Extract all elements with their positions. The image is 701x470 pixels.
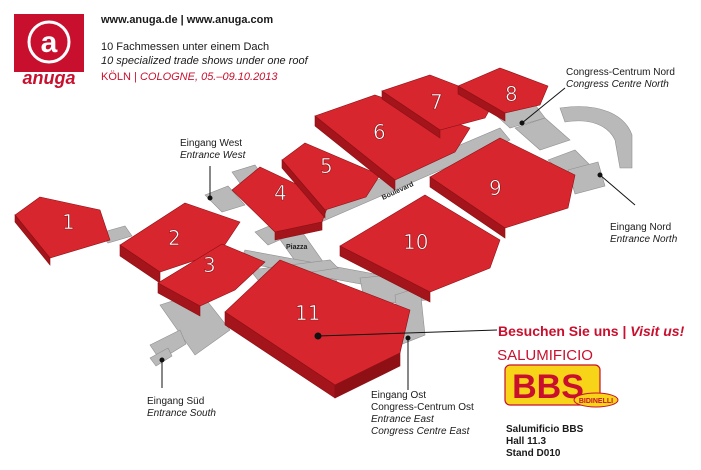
exhibitor-details: Salumificio BBS Hall 11.3 Stand D010 bbox=[506, 424, 583, 460]
bbs-logo-top: SALUMIFICIO bbox=[497, 347, 593, 364]
congress-north-label: Congress-Centrum Nord Congress Centre No… bbox=[566, 67, 675, 91]
congress-north-de: Congress-Centrum Nord bbox=[566, 67, 675, 78]
hall-10[interactable]: 10 bbox=[339, 194, 501, 303]
hall-4[interactable]: 4 bbox=[231, 166, 331, 241]
hall-9-number: 9 bbox=[489, 176, 502, 200]
logo-wordmark: anuga bbox=[22, 68, 75, 88]
hall-2-number: 2 bbox=[168, 226, 181, 250]
city-en: COLOGNE, 05.–09.10.2013 bbox=[139, 71, 278, 83]
hall-7[interactable]: 7 bbox=[381, 74, 496, 139]
entrance-west-label: Eingang West Entrance West bbox=[180, 138, 245, 162]
hall-7-number: 7 bbox=[430, 90, 443, 114]
visit-us-callout: Besuchen Sie uns | Visit us! bbox=[498, 323, 685, 339]
entrance-west-en: Entrance West bbox=[180, 150, 246, 161]
congress-north-en: Congress Centre North bbox=[566, 79, 669, 90]
visit-us-de: Besuchen Sie uns bbox=[498, 323, 619, 339]
entrance-east-label: Eingang Ost Congress-Centrum Ost Entranc… bbox=[371, 390, 474, 438]
hall-6-number: 6 bbox=[373, 120, 386, 144]
hall-11-number: 11 bbox=[295, 301, 320, 325]
bbs-logo: SALUMIFICIO BBS BIDINELLI bbox=[497, 347, 619, 408]
hall-8-number: 8 bbox=[505, 82, 518, 106]
hall-10-number: 10 bbox=[403, 230, 428, 254]
hall-8[interactable]: 8 bbox=[457, 67, 549, 122]
anuga-logo: a anuga bbox=[14, 14, 84, 88]
visit-us-en: Visit us! bbox=[630, 323, 685, 339]
hall-5-number: 5 bbox=[320, 154, 333, 178]
bbs-logo-badge: BIDINELLI bbox=[579, 398, 613, 405]
tagline-de: 10 Fachmessen unter einem Dach bbox=[101, 41, 270, 53]
svg-text:a: a bbox=[41, 26, 58, 59]
entrance-north-en: Entrance North bbox=[610, 234, 678, 245]
pointer-lines bbox=[159, 87, 636, 390]
entrance-west-de: Eingang West bbox=[180, 138, 243, 149]
entrance-east-de: Eingang Ost bbox=[371, 390, 427, 401]
entrance-north-de: Eingang Nord bbox=[610, 222, 672, 233]
hall-11[interactable]: 11 bbox=[224, 259, 411, 399]
hall-5[interactable]: 5 bbox=[281, 142, 381, 219]
entrance-east-en2: Congress Centre East bbox=[371, 426, 470, 437]
entrance-east-en: Entrance East bbox=[371, 414, 434, 425]
entrance-north-label: Eingang Nord Entrance North bbox=[610, 222, 677, 246]
city-line: KÖLN | COLOGNE, 05.–09.10.2013 bbox=[101, 71, 278, 83]
piazza-label: Piazza bbox=[286, 244, 308, 251]
hall-4-number: 4 bbox=[274, 181, 287, 205]
halls: 1 2 3 4 5 6 bbox=[14, 67, 576, 399]
hall-3-number: 3 bbox=[203, 253, 216, 277]
entrance-south-en: Entrance South bbox=[147, 408, 216, 419]
bbs-logo-main: BBS bbox=[512, 368, 584, 406]
exhibitor-name: Salumificio BBS bbox=[506, 424, 584, 435]
hall-1-number: 1 bbox=[62, 210, 75, 234]
entrance-south-de: Eingang Süd bbox=[147, 396, 205, 407]
exhibitor-hall: Hall 11.3 bbox=[506, 436, 547, 447]
hall-1[interactable]: 1 bbox=[14, 196, 111, 266]
url-line[interactable]: www.anuga.de | www.anuga.com bbox=[101, 14, 274, 26]
city-de: KÖLN bbox=[101, 71, 131, 83]
entrance-east-de2: Congress-Centrum Ost bbox=[371, 402, 474, 413]
tagline-en: 10 specialized trade shows under one roo… bbox=[101, 55, 308, 67]
exhibitor-stand: Stand D010 bbox=[506, 448, 561, 459]
hall-9[interactable]: 9 bbox=[429, 137, 576, 239]
entrance-south-label: Eingang Süd Entrance South bbox=[147, 396, 216, 420]
hall-3[interactable]: 3 bbox=[157, 243, 266, 317]
